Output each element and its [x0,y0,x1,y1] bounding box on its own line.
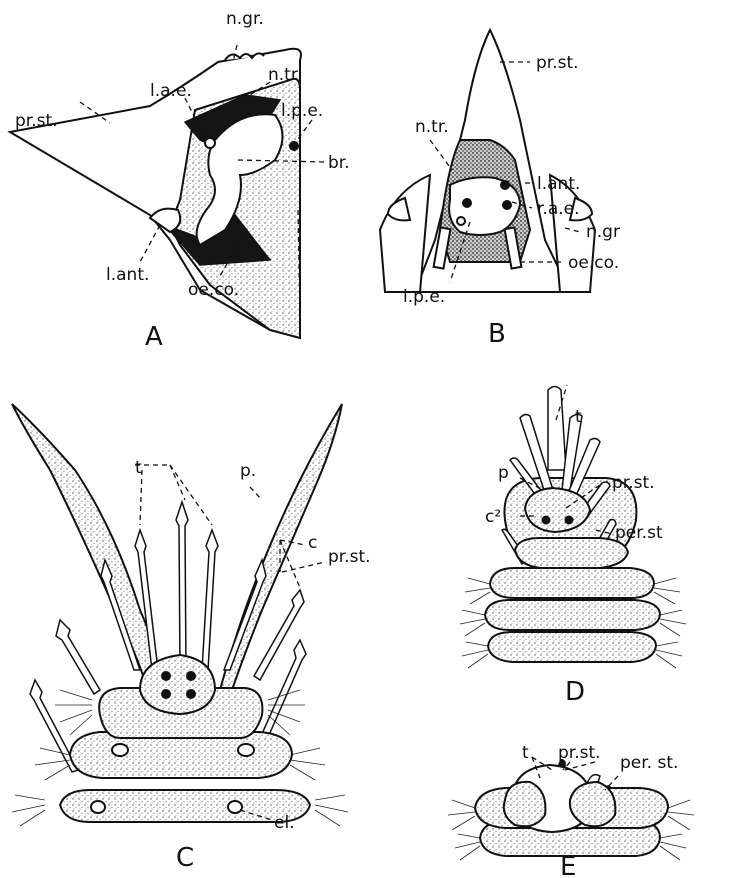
label-a-pr-st: pr.st. [15,111,58,131]
label-a-l-ant: l.ant. [106,265,149,285]
label-b-n-gr: n.gr [586,222,620,242]
panel-letter-d: D [565,677,585,707]
label-d-c2: c² [485,507,501,527]
panel-d: t p pr.st. c² per.st D [460,385,686,707]
label-b-r-a-e: r.a.e. [537,199,580,219]
label-b-l-ant: l.ant. [537,174,580,194]
label-a-oe-co: oe.co. [188,280,239,300]
label-a-l-p-e: l.p.e. [281,101,323,121]
label-c-pr-st: pr.st. [328,547,371,567]
label-c-p: p. [240,461,256,481]
label-d-per-st: per.st [615,523,663,543]
label-d-t: t [575,407,582,427]
label-b-l-p-e: l.p.e. [403,287,445,307]
label-c-el: el. [274,813,295,833]
label-e-per-st: per. st. [620,753,678,773]
panel-c: p. t c pr.st. el. C [12,404,371,873]
label-c-t: t [135,458,142,478]
panel-a: n.gr. n.tr l.a.e. l.p.e. pr.st. br. l.an… [10,9,350,352]
label-a-n-tr: n.tr [268,65,298,85]
label-a-br: br. [328,153,350,173]
panel-letter-a: A [145,322,163,352]
panel-e: t pr.st. per. st. E [448,743,694,878]
label-a-n-gr: n.gr. [226,9,264,29]
label-e-t: t [522,743,529,763]
label-c-c: c [308,533,317,553]
panel-letter-e: E [560,852,576,878]
label-e-pr-st: pr.st. [558,743,601,763]
label-b-oe-co: oe.co. [568,253,619,273]
panel-letter-b: B [488,319,506,349]
panel-b: pr.st. n.tr. l.ant. r.a.e. n.gr oe.co. l… [380,30,620,349]
label-d-pr-st: pr.st. [612,473,655,493]
label-b-pr-st: pr.st. [536,53,579,73]
panel-letter-c: C [176,843,194,873]
label-d-p: p [498,463,509,483]
label-a-l-a-e: l.a.e. [150,81,192,101]
label-b-n-tr: n.tr. [415,117,449,137]
